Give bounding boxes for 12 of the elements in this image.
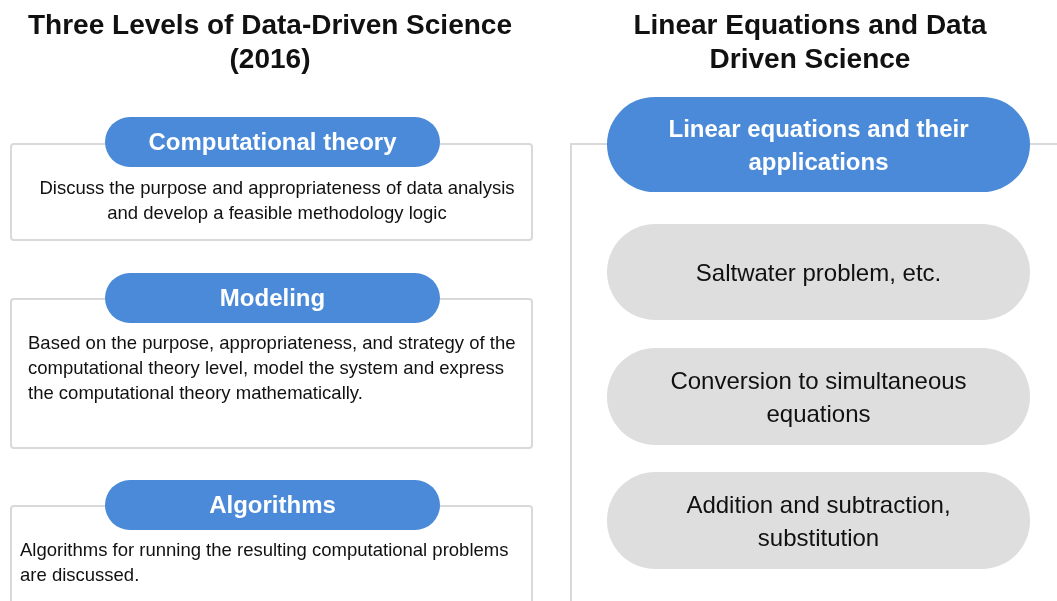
level-heading: Computational theory: [105, 117, 440, 167]
level-heading: Modeling: [105, 273, 440, 323]
level-heading: Algorithms: [105, 480, 440, 530]
column-heading: Linear Equations and Data Driven Science: [632, 8, 988, 76]
subtopic-pill: Addition and subtraction, substitution: [607, 472, 1030, 569]
subtopic-pill: Conversion to simultaneous equations: [607, 348, 1030, 445]
description-text: Algorithms for running the resulting computational problems are discussed.: [20, 538, 510, 587]
description-text: Discuss the purpose and appropriateness of data analysis and develop a feasible methodology logic: [38, 176, 516, 225]
subtopic-pill: Saltwater problem, etc.: [607, 224, 1030, 320]
column-heading: Three Levels of Data-Driven Science (2016): [27, 8, 513, 76]
description-text: Based on the purpose, appropriateness, and strategy of the computational theory level, model the system and express the computational theory mathematically.: [28, 331, 517, 405]
topic-pill: Linear equations and their applications: [607, 97, 1030, 192]
